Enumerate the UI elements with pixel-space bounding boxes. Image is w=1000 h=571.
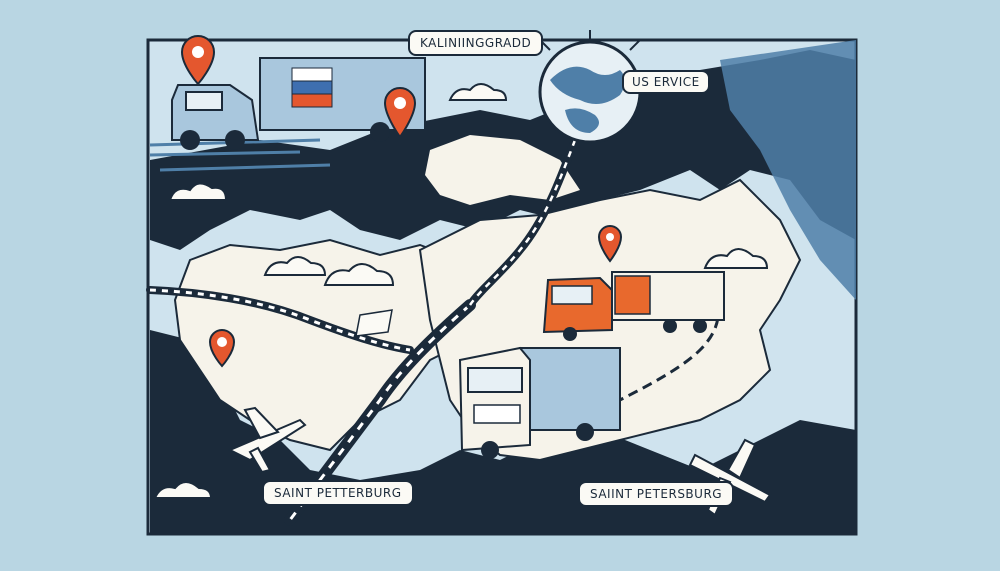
- cloud-icon: [263, 256, 327, 276]
- map-pin-icon: [180, 34, 216, 86]
- route-north: [466, 136, 579, 309]
- land-west: [173, 238, 482, 452]
- map-pin-icon: [597, 224, 623, 263]
- truck-icon: [542, 271, 725, 341]
- map-pin-icon: [383, 86, 417, 139]
- route-west: [146, 286, 414, 354]
- airplane-icon: [227, 406, 307, 474]
- city-label-left: SAINT PETTERBURG: [262, 480, 414, 506]
- kaliningrad-callout: KALINIINGGRADD: [408, 30, 544, 56]
- service-callout: US ERVICE: [622, 70, 710, 94]
- route-diagonal-dash: [288, 303, 471, 521]
- map-pin-icon: [208, 328, 236, 368]
- cloud-icon: [168, 182, 228, 201]
- city-label-right: SAIINT PETERSBURG: [578, 481, 735, 507]
- cloud-icon: [153, 481, 213, 499]
- land-northwest: [425, 135, 580, 205]
- cloud-icon: [448, 83, 508, 101]
- cloud-icon: [323, 263, 395, 286]
- flag-icon: [355, 309, 393, 337]
- truck-icon: [458, 346, 621, 459]
- cloud-icon: [703, 248, 769, 269]
- blue-shadow-east: [720, 40, 856, 300]
- globe-icon: [538, 30, 655, 144]
